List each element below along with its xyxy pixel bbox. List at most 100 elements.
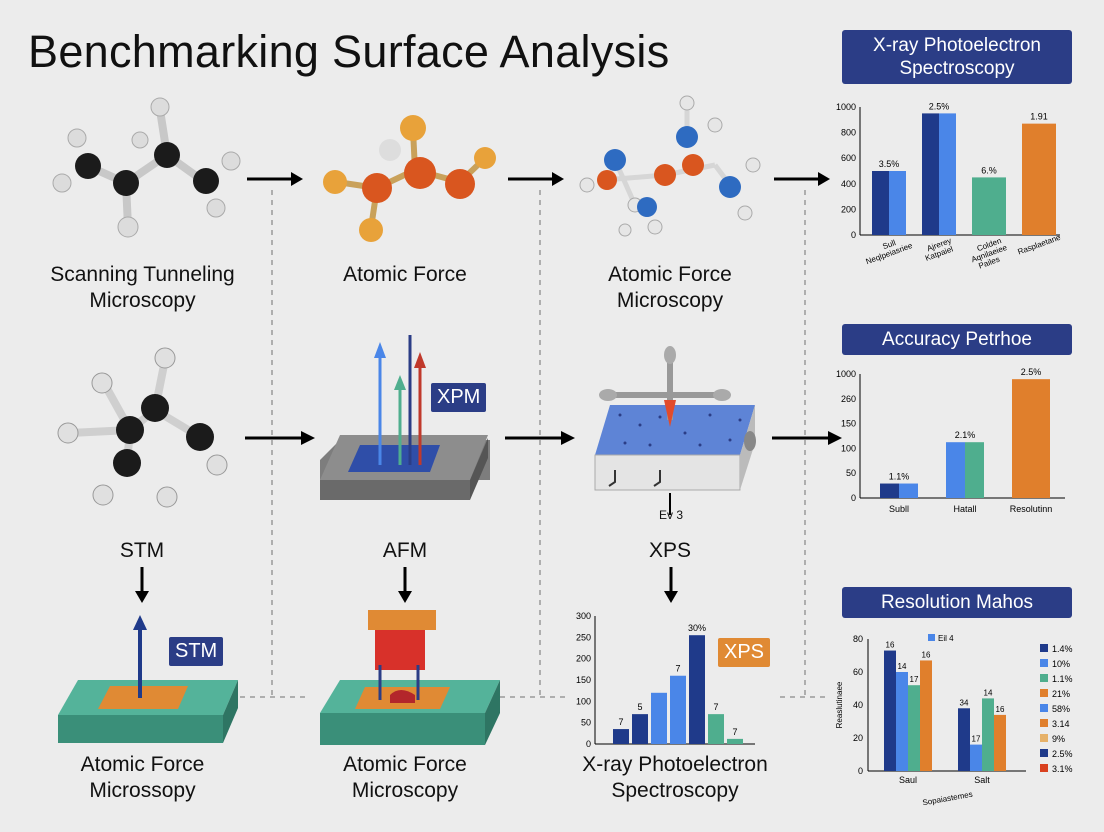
afm-sample-stage-illustration bbox=[320, 335, 490, 500]
legend-label: Eil 4 bbox=[938, 634, 954, 643]
xps-badge: XPS bbox=[718, 638, 771, 667]
bar bbox=[920, 660, 932, 771]
x-tick-label: Salt bbox=[974, 775, 990, 785]
afm-molecule-illustration bbox=[323, 115, 496, 242]
arrow-row2-1 bbox=[245, 431, 315, 445]
data-label: 14 bbox=[898, 662, 907, 671]
y-tick-label: 0 bbox=[851, 230, 856, 240]
bar bbox=[972, 177, 1006, 235]
stm-molecule-illustration bbox=[52, 97, 241, 238]
bar bbox=[908, 685, 920, 771]
down-arrow-afm bbox=[398, 567, 412, 603]
x-tick-label: Resolutinn bbox=[1010, 504, 1053, 514]
xps-benchmark-chart: 020040060080010003.5%SullNeqlpeiasriee2.… bbox=[836, 101, 1062, 270]
y-tick-label: 300 bbox=[576, 611, 591, 621]
x-axis-sub-label: Sopaiastemes bbox=[922, 790, 973, 808]
y-tick-label: 100 bbox=[841, 443, 856, 453]
y-tick-label: 250 bbox=[576, 632, 591, 642]
data-label: 5 bbox=[637, 702, 642, 712]
data-label: 3.5% bbox=[879, 159, 900, 169]
stm-badge: STM bbox=[169, 637, 224, 666]
y-tick-label: 400 bbox=[841, 179, 856, 189]
down-arrow-stm bbox=[135, 567, 149, 603]
legend-swatch bbox=[1040, 764, 1048, 772]
xps-probe-stage-illustration bbox=[594, 346, 756, 515]
data-label: 2.5% bbox=[929, 101, 950, 111]
y-tick-label: 800 bbox=[841, 128, 856, 138]
page-title: Benchmarking Surface Analysis bbox=[28, 26, 670, 77]
bar bbox=[880, 483, 899, 498]
label-afm: AFM bbox=[382, 539, 428, 562]
bar bbox=[1022, 123, 1056, 235]
bar bbox=[1012, 379, 1050, 498]
stm-sample-stage-illustration bbox=[58, 615, 238, 743]
legend-label: 10% bbox=[1052, 659, 1070, 669]
bar bbox=[670, 675, 686, 744]
data-label: 7 bbox=[675, 664, 680, 674]
y-tick-label: 20 bbox=[853, 733, 863, 743]
y-tick-label: 50 bbox=[846, 468, 856, 478]
x-tick-label: Saul bbox=[899, 775, 917, 785]
y-tick-label: 0 bbox=[586, 739, 591, 749]
data-label: 6.% bbox=[981, 165, 997, 175]
data-label: 30% bbox=[688, 623, 706, 633]
arrow-row2-2 bbox=[505, 431, 575, 445]
bar bbox=[939, 113, 956, 235]
y-tick-label: 600 bbox=[841, 153, 856, 163]
legend-label: 58% bbox=[1052, 704, 1070, 714]
bar bbox=[651, 692, 667, 744]
legend-label: 9% bbox=[1052, 734, 1065, 744]
y-tick-label: 150 bbox=[841, 419, 856, 429]
arrow-row2-3 bbox=[772, 431, 842, 445]
down-arrow-xps bbox=[664, 567, 678, 603]
legend-swatch bbox=[1040, 749, 1048, 757]
y-tick-label: 0 bbox=[851, 493, 856, 503]
bar bbox=[965, 442, 984, 498]
label-atomic-force-microssopy: Atomic Force Microssopy bbox=[80, 753, 205, 802]
y-tick-label: 1000 bbox=[836, 102, 856, 112]
bar bbox=[970, 744, 982, 771]
stm-molecule-2-illustration bbox=[57, 347, 228, 508]
data-label: 17 bbox=[972, 735, 981, 744]
legend-swatch bbox=[928, 634, 935, 641]
y-tick-label: 0 bbox=[858, 766, 863, 776]
data-label: 16 bbox=[922, 650, 931, 659]
ev-label: Ev 3 bbox=[659, 508, 684, 522]
afm-cantilever-illustration bbox=[320, 610, 500, 745]
data-label: 2.1% bbox=[955, 430, 976, 440]
bar bbox=[889, 171, 906, 235]
arrow-row1-3 bbox=[774, 172, 830, 186]
data-label: 2.5% bbox=[1021, 367, 1042, 377]
data-label: 7 bbox=[732, 727, 737, 737]
label-atomic-force-microscopy: Atomic Force Microscopy bbox=[343, 753, 467, 802]
legend-swatch bbox=[1040, 704, 1048, 712]
legend-label: 3.1% bbox=[1052, 764, 1073, 774]
bar bbox=[922, 113, 939, 235]
data-label: 16 bbox=[996, 705, 1005, 714]
y-tick-label: 1000 bbox=[836, 369, 856, 379]
legend-label: 3.14 bbox=[1052, 719, 1070, 729]
bar bbox=[899, 483, 918, 498]
data-label: 16 bbox=[886, 641, 895, 650]
x-tick-label: Subll bbox=[889, 504, 909, 514]
label-afm-full: Atomic Force Microscopy bbox=[608, 263, 732, 312]
data-label: 1.91 bbox=[1030, 112, 1048, 122]
legend-swatch bbox=[1040, 734, 1048, 742]
data-label: 17 bbox=[910, 675, 919, 684]
bar bbox=[884, 650, 896, 771]
y-axis-label: Reaslutinaee bbox=[835, 681, 844, 728]
bar bbox=[994, 714, 1006, 771]
data-label: 14 bbox=[984, 688, 993, 697]
accuracy-chart: 05010015026010001.1%Subll2.1%Hatall2.5%R… bbox=[836, 367, 1065, 514]
panel-title-resolution: Resolution Mahos bbox=[842, 587, 1072, 618]
x-tick-label: Sull bbox=[881, 238, 897, 251]
bar bbox=[689, 635, 705, 744]
bar bbox=[632, 714, 648, 744]
legend-swatch bbox=[1040, 674, 1048, 682]
arrow-row1-2 bbox=[508, 172, 564, 186]
data-label: 7 bbox=[713, 702, 718, 712]
arrow-row1-1 bbox=[247, 172, 303, 186]
y-tick-label: 80 bbox=[853, 634, 863, 644]
